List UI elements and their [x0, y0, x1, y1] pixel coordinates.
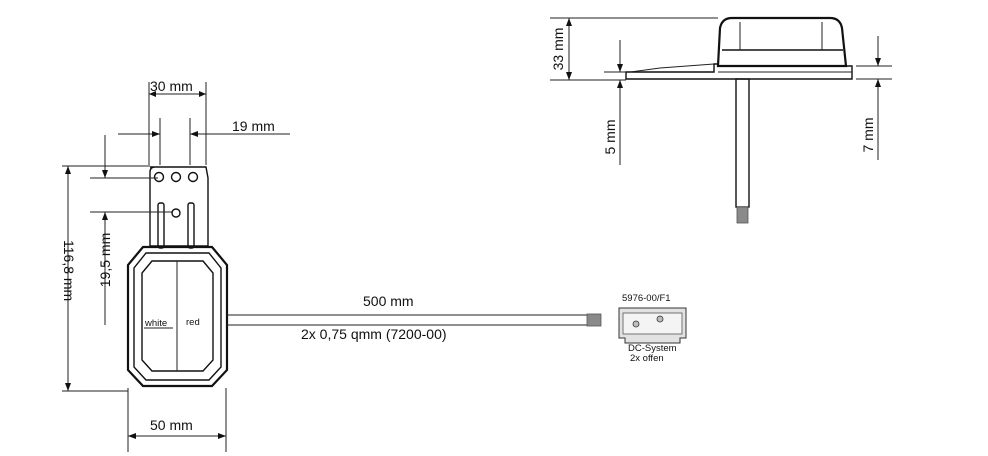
- connector-code-label: 5976-00/F1: [622, 293, 671, 304]
- lamp-front-view: white red: [126, 166, 229, 388]
- front-dimensions: 30 mm 19 mm 116,8 mm 19,5 mm 50 mm: [61, 78, 290, 452]
- cable: 500 mm 2x 0,75 qmm (7200-00): [227, 293, 602, 342]
- connector-type-label: 2x offen: [630, 353, 664, 364]
- dim-30-arrows: [149, 91, 206, 97]
- cable-length-label: 500 mm: [363, 293, 414, 309]
- dim-7-label: 7 mm: [860, 118, 876, 153]
- dim-116-label: 116,8 mm: [61, 240, 77, 301]
- dim-5-label: 5 mm: [602, 120, 618, 155]
- dim-7-arrows: [875, 58, 881, 87]
- side-stem: [735, 78, 750, 208]
- dim-5-arrows: [617, 64, 623, 88]
- side-base-plate: [625, 63, 853, 80]
- dim-30-label: 30 mm: [150, 78, 193, 94]
- dim-195-label: 19,5 mm: [97, 233, 113, 287]
- mount-slot-left: [157, 202, 165, 249]
- connector-pin-2: [656, 315, 664, 323]
- side-bracket-taper: [629, 63, 715, 73]
- connector-system-label: DC-System: [628, 343, 677, 354]
- housing-outer: [126, 245, 229, 388]
- wire-white-label: white: [144, 318, 167, 329]
- cable-spec-label: 2x 0,75 qmm (7200-00): [301, 326, 447, 342]
- dim-33-label: 33 mm: [550, 28, 566, 71]
- dim-19-arrows: [152, 131, 198, 137]
- side-dome: [716, 16, 848, 68]
- housing-inner: [133, 252, 222, 381]
- side-dimensions: 33 mm 5 mm 7 mm: [550, 17, 892, 165]
- mount-hole-1: [153, 171, 165, 183]
- mount-hole-2: [170, 171, 182, 183]
- mounting-bracket: [149, 166, 209, 247]
- side-cable-end: [736, 206, 749, 224]
- connector-face: [622, 312, 683, 335]
- cable-end-sleeve: [586, 313, 602, 327]
- mount-hole-4: [171, 208, 181, 218]
- wire-red-label: red: [186, 317, 200, 328]
- connector-pin-1: [632, 320, 640, 328]
- mount-hole-3: [187, 171, 199, 183]
- lens: [141, 260, 214, 372]
- mount-slot-right: [187, 202, 195, 249]
- connector: 5976-00/F1 DC-System 2x offen: [618, 293, 687, 364]
- dim-50-label: 50 mm: [150, 417, 193, 433]
- lamp-side-view: [625, 16, 853, 224]
- dim-19-label: 19 mm: [232, 118, 275, 134]
